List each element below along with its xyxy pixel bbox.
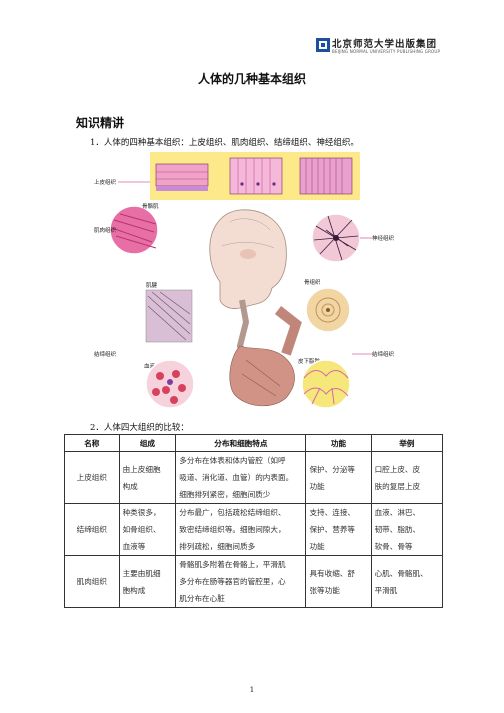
col-header-distribution: 分布和细胞特点	[175, 434, 307, 452]
epithelial-squamous-image	[155, 163, 209, 191]
cell-line: 吸道、消化道、血管）的内表面。	[179, 473, 294, 482]
label-bone: 骨组织	[304, 278, 321, 286]
cell-composition: 由上皮细胞 构成	[118, 451, 177, 504]
cell-distribution: 骨骼肌多附着在骨骼上，平滑肌 多分布在肠等器官的管腔里，心 肌分布在心脏	[175, 555, 307, 608]
table-header-row: 名称 组成 分布和细胞特点 功能 举例	[64, 434, 444, 452]
cell-line: 功能	[309, 542, 325, 551]
cell-line: 韧带、脂肪、	[374, 525, 421, 534]
cell-distribution: 多分布在体表和体内管腔（如呼 吸道、消化道、血管）的内表面。 细胞排列紧密，细胞…	[175, 451, 307, 504]
label-connective-left: 结缔组织	[94, 350, 117, 358]
cell-line: 软骨、骨等	[374, 542, 413, 551]
cell-line: 多分布在体表和体内管腔（如呼	[179, 456, 286, 465]
cell-example: 心肌、骨骼肌、 平滑肌	[370, 555, 444, 608]
cell-example: 口腔上皮、皮 肤的复层上皮	[370, 451, 444, 504]
publisher-name-en: BEIJING NORMAL UNIVERSITY PUBLISHING GRO…	[332, 49, 441, 54]
label-blood: 血液	[144, 362, 156, 370]
cell-line: 由上皮细胞	[122, 464, 161, 474]
human-head-image	[209, 209, 287, 366]
cell-line: 血液等	[122, 542, 146, 551]
cell-distribution: 分布最广，包括疏松结缔组织、 致密结缔组织等。细胞间隙大， 排列疏松，细胞间质多	[175, 503, 307, 556]
publisher-name: 北京师范大学出版集团	[332, 39, 438, 50]
cell-line: 保护、分泌等	[309, 464, 356, 474]
fat-tissue-image	[301, 359, 351, 409]
cell-line: 平滑肌	[374, 585, 398, 595]
cell-line: 肤的复层上皮	[374, 481, 421, 491]
epithelial-columnar-image	[299, 157, 353, 195]
cell-function: 具有收缩、舒 张等功能	[305, 555, 372, 608]
cell-composition: 种类很多， 如骨组织、 血液等	[118, 503, 177, 556]
page-number: 1	[249, 686, 255, 694]
publisher-logo-icon	[316, 38, 330, 52]
cell-example: 血液、淋巴、 韧带、脂肪、 软骨、骨等	[370, 503, 444, 556]
cell-name: 结缔组织	[64, 503, 120, 556]
cell-line: 如骨组织、	[122, 525, 161, 534]
cell-line: 骨骼肌多附着在骨骼上，平滑肌	[179, 560, 286, 569]
label-tendon: 肌腱	[146, 281, 158, 289]
cell-line: 细胞排列紧密，细胞间质少	[179, 490, 271, 499]
cell-line: 保护、营养等	[309, 525, 356, 534]
tendon-image	[145, 289, 193, 343]
col-header-function: 功能	[305, 434, 372, 452]
label-skeletal: 骨骼肌	[142, 202, 159, 210]
label-nerve: 神经组织	[372, 234, 395, 242]
cell-line: 构成	[122, 481, 138, 491]
cell-function: 支持、连接、 保护、营养等 功能	[305, 503, 372, 556]
label-muscle: 肌肉组织	[94, 226, 117, 234]
cell-line: 张等功能	[309, 585, 340, 595]
cell-line: 胞构成	[122, 585, 146, 595]
label-epithelial: 上皮组织	[94, 178, 117, 186]
cell-line: 肌分布在心脏	[179, 594, 225, 603]
paragraph-four-tissues: 1．人体的四种基本组织：上皮组织、肌肉组织、结缔组织、神经组织。	[90, 138, 359, 148]
tissue-comparison-table: 名称 组成 分布和细胞特点 功能 举例 上皮组织 由上皮细胞 构成 多分布在体表…	[64, 434, 444, 608]
cell-line: 主要由肌细	[122, 568, 161, 578]
col-header-composition: 组成	[118, 434, 177, 452]
cell-line: 多分布在肠等器官的管腔里，心	[179, 577, 286, 586]
arm-image	[229, 306, 302, 407]
table-row: 肌肉组织 主要由肌细 胞构成 骨骼肌多附着在骨骼上，平滑肌 多分布在肠等器官的管…	[64, 555, 444, 608]
cell-line: 口腔上皮、皮	[374, 464, 421, 474]
cell-function: 保护、分泌等 功能	[305, 451, 372, 504]
cell-line: 功能	[309, 481, 325, 491]
cell-line: 致密结缔组织等。细胞间隙大，	[179, 525, 286, 534]
section-heading: 知识精讲	[76, 116, 125, 130]
label-connective-right: 结缔组织	[372, 350, 395, 358]
document-title: 人体的几种基本组织	[197, 72, 306, 86]
cell-line: 具有收缩、舒	[309, 568, 356, 578]
cell-line: 心肌、骨骼肌、	[374, 568, 428, 578]
cell-name: 上皮组织	[64, 451, 120, 504]
label-fat: 皮下脂肪	[298, 357, 321, 365]
cell-line: 血液、淋巴、	[374, 508, 421, 517]
paragraph-comparison: 2．人体四大组织的比较：	[90, 423, 189, 433]
cell-line: 种类很多，	[122, 508, 161, 517]
table-row: 上皮组织 由上皮细胞 构成 多分布在体表和体内管腔（如呼 吸道、消化道、血管）的…	[64, 451, 444, 504]
cell-composition: 主要由肌细 胞构成	[118, 555, 177, 608]
cell-line: 排列疏松，细胞间质多	[179, 542, 256, 551]
tissue-illustration: 上皮组织 骨骼肌 肌肉组织 神经组织 肌腱 骨组织 结缔组织 血液 皮下脂肪 结…	[94, 152, 395, 409]
cell-line: 分布最广，包括疏松结缔组织、	[179, 508, 286, 517]
skeletal-muscle-image	[109, 205, 159, 255]
table-row: 结缔组织 种类很多， 如骨组织、 血液等 分布最广，包括疏松结缔组织、 致密结缔…	[64, 503, 444, 556]
cell-line: 支持、连接、	[309, 508, 356, 517]
col-header-example: 举例	[370, 434, 444, 452]
epithelial-cuboidal-image	[229, 157, 283, 195]
cell-name: 肌肉组织	[64, 555, 120, 608]
publisher-logo: 北京师范大学出版集团 BEIJING NORMAL UNIVERSITY PUB…	[316, 36, 466, 60]
col-header-name: 名称	[64, 434, 120, 452]
